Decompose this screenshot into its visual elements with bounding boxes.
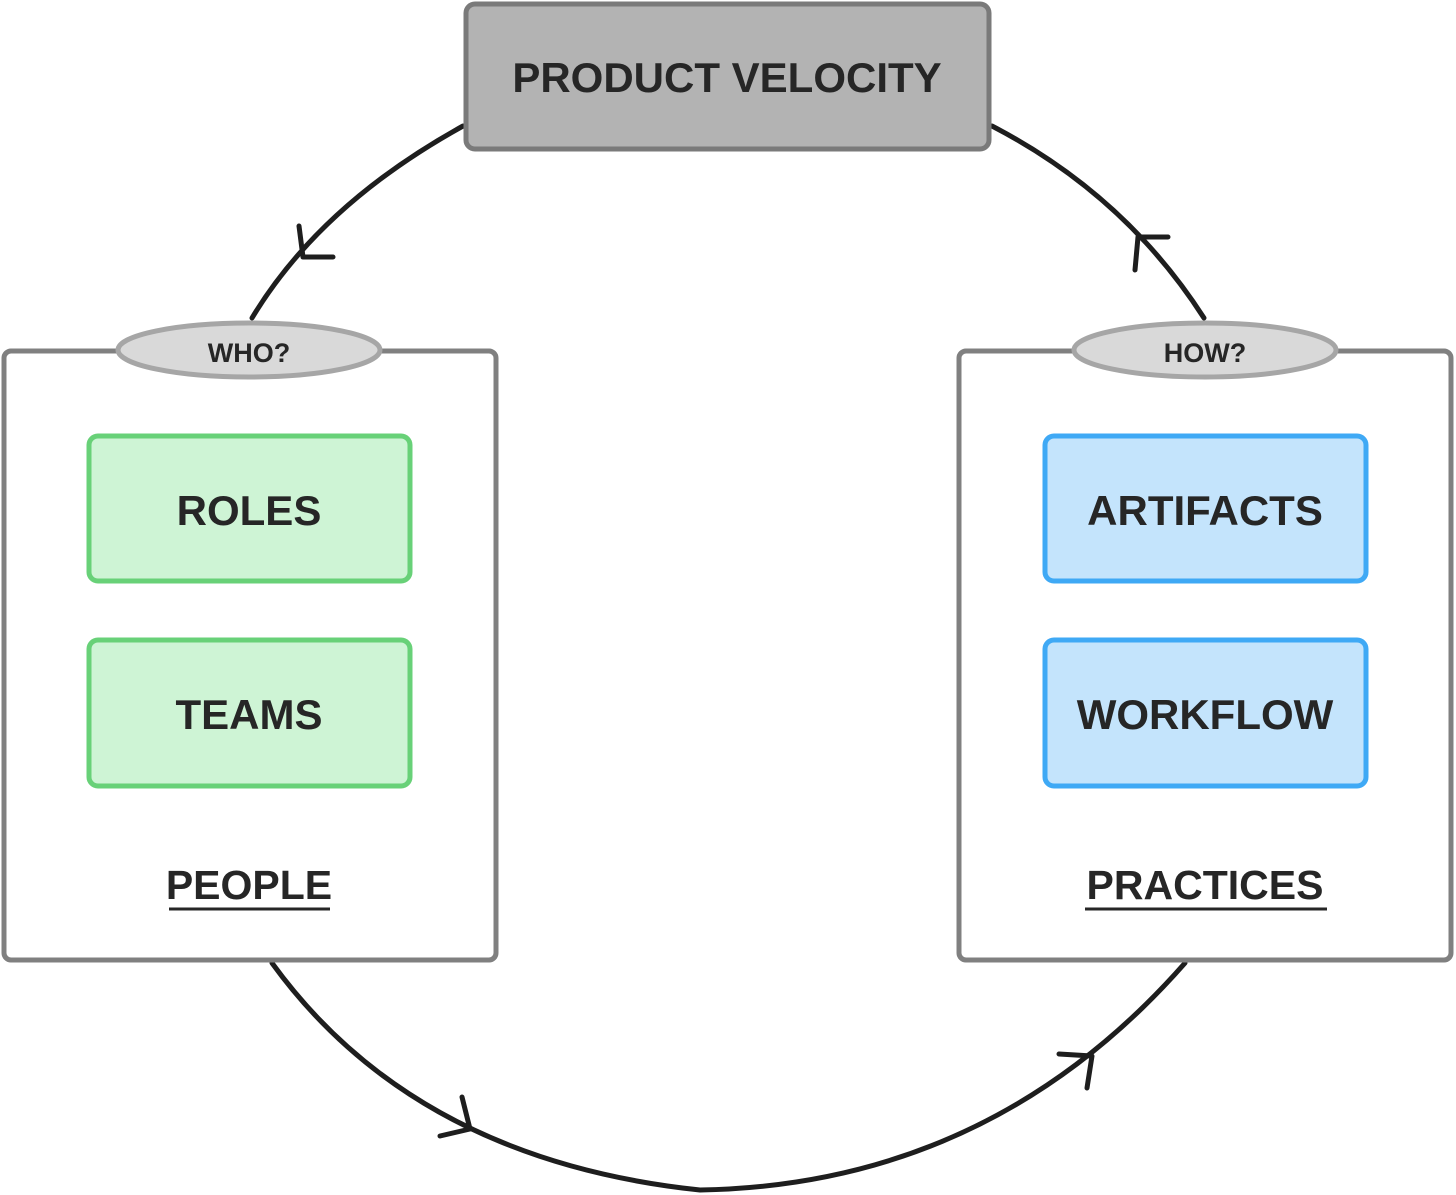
- title-box-shape: [463, 1, 992, 152]
- workflow-box: [1042, 637, 1369, 789]
- cycle-arrows: [249, 123, 1207, 1193]
- practices-label: PRACTICES: [1087, 862, 1324, 908]
- who-badge-shape: [115, 320, 383, 380]
- artifacts-label: ARTIFACTS: [1087, 487, 1323, 534]
- artifacts-box: [1042, 433, 1369, 584]
- arrowhead-top-right: [1132, 234, 1171, 273]
- workflow-label: WORKFLOW: [1077, 691, 1334, 738]
- teams-box: [86, 637, 413, 789]
- how-badge-shape: [1071, 320, 1339, 380]
- arrowhead-top-left: [296, 223, 336, 260]
- people-label: PEOPLE: [166, 862, 332, 908]
- cycle-arc-top-left: [249, 123, 466, 321]
- title-label: PRODUCT VELOCITY: [512, 54, 941, 101]
- practices-panel: HOW? ARTIFACTS WORKFLOW PRACTICES: [956, 320, 1454, 963]
- roles-label: ROLES: [177, 487, 322, 534]
- arrowhead-bottom-right: [1056, 1051, 1095, 1091]
- cycle-arc-bottom: [269, 960, 1188, 1193]
- cycle-arc-top-right: [989, 123, 1207, 321]
- arrowhead-bottom-left: [437, 1094, 473, 1139]
- how-badge-label: HOW?: [1164, 338, 1246, 368]
- who-badge-label: WHO?: [208, 338, 290, 368]
- teams-label: TEAMS: [176, 691, 323, 738]
- title-box: PRODUCT VELOCITY: [463, 1, 992, 152]
- roles-box: [86, 433, 413, 584]
- people-panel: WHO? ROLES TEAMS PEOPLE: [1, 320, 499, 963]
